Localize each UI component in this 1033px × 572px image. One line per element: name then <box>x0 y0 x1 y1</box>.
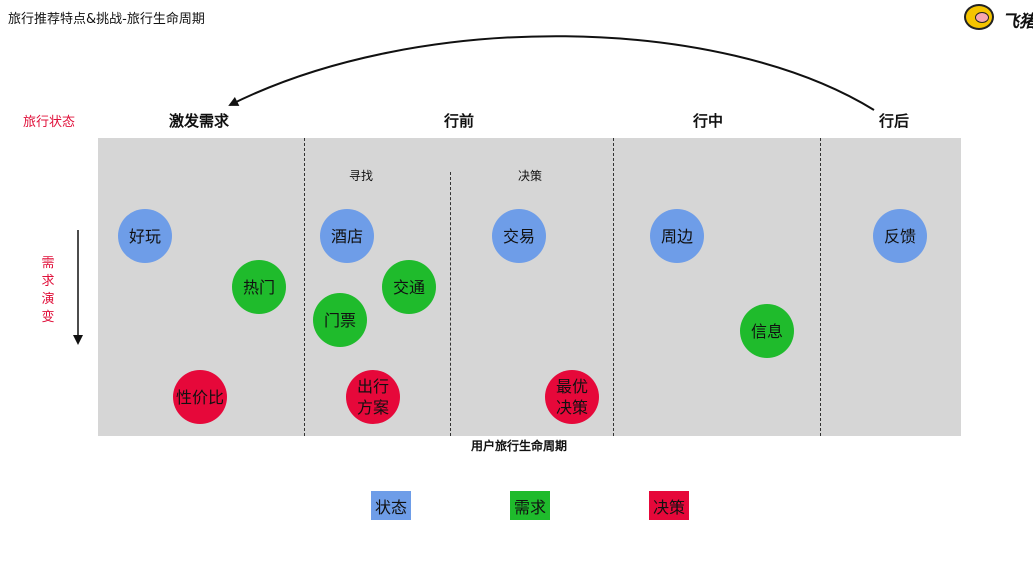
divider-search-decide <box>450 172 451 436</box>
bubble-popular-label: 热门 <box>242 277 275 297</box>
bubble-tickets-label: 门票 <box>323 310 356 330</box>
stage-after-trip: 行后 <box>878 112 910 130</box>
bubble-transport: 交通 <box>382 260 436 314</box>
legend-decision: 决策 <box>649 491 690 520</box>
bubble-info: 信息 <box>740 304 794 358</box>
bubble-best-decision: 最优 决策 <box>545 370 599 424</box>
travel-state-label: 旅行状态 <box>23 115 76 130</box>
bubble-value: 性价比 <box>173 370 227 424</box>
bubble-fun-label: 好玩 <box>128 226 161 246</box>
bubble-feedback: 反馈 <box>873 209 927 263</box>
cycle-return-arrow <box>228 35 875 111</box>
bubble-tickets: 门票 <box>313 293 367 347</box>
divider-before-during <box>613 138 614 436</box>
demand-evolution-label: 需求演变 <box>41 256 55 325</box>
bubble-value-label: 性价比 <box>175 387 224 407</box>
pig-logo-icon <box>964 4 994 30</box>
page-title: 旅行推荐特点&挑战-旅行生命周期 <box>8 12 205 27</box>
divider-during-after <box>820 138 821 436</box>
divider-inspire-before <box>304 138 305 436</box>
fliggy-logo: 飞猪 <box>962 2 1033 34</box>
bubble-nearby: 周边 <box>650 209 704 263</box>
bubble-hotel-label: 酒店 <box>330 226 363 246</box>
logo-text: 飞猪 <box>1002 12 1033 32</box>
stage-before-trip: 行前 <box>443 112 475 130</box>
bubble-nearby-label: 周边 <box>660 226 693 246</box>
bubble-travel-plan-label: 出行 方案 <box>356 377 389 417</box>
substage-decide: 决策 <box>517 169 543 183</box>
bubble-fun: 好玩 <box>118 209 172 263</box>
stage-during-trip: 行中 <box>692 112 724 130</box>
bubble-feedback-label: 反馈 <box>883 226 916 246</box>
bubble-transaction-label: 交易 <box>502 226 535 246</box>
bubble-info-label: 信息 <box>750 321 783 341</box>
stage-inspire: 激发需求 <box>168 112 230 130</box>
lifecycle-axis-caption: 用户旅行生命周期 <box>470 439 568 453</box>
legend-demand: 需求 <box>510 491 551 520</box>
bubble-travel-plan: 出行 方案 <box>346 370 400 424</box>
legend-state: 状态 <box>371 491 412 520</box>
bubble-hotel: 酒店 <box>320 209 374 263</box>
bubble-transaction: 交易 <box>492 209 546 263</box>
bubble-transport-label: 交通 <box>392 277 425 297</box>
substage-search: 寻找 <box>348 169 374 183</box>
bubble-best-decision-label: 最优 决策 <box>555 377 588 417</box>
bubble-popular: 热门 <box>232 260 286 314</box>
